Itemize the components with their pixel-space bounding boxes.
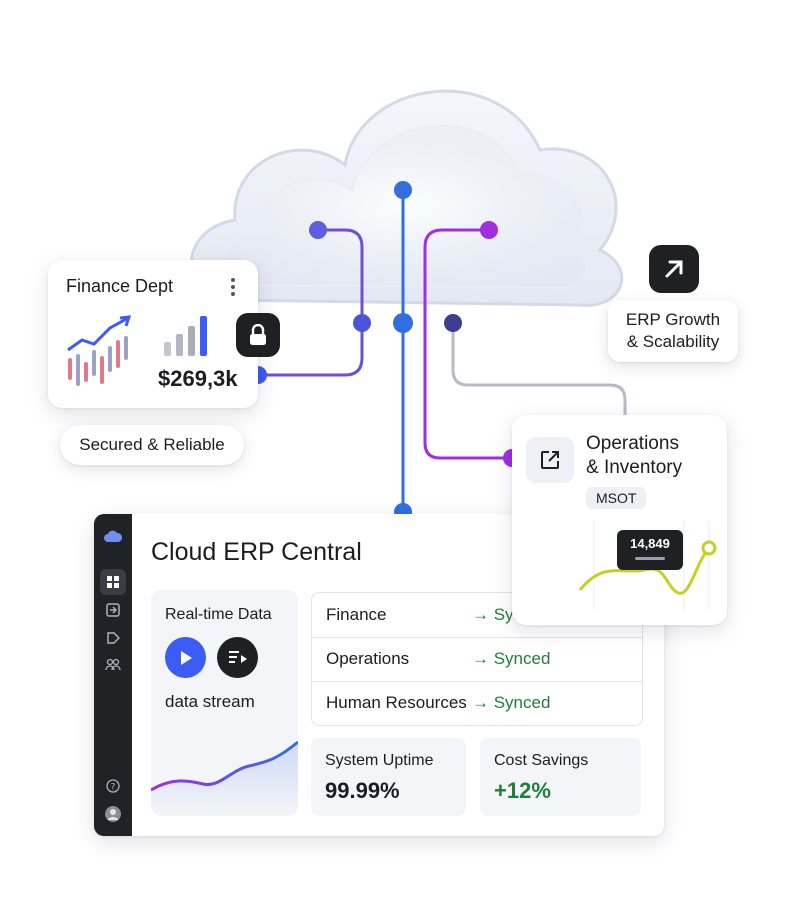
node-dot [444,314,462,332]
uptime-metric-card: System Uptime 99.99% [311,738,466,816]
avatar[interactable] [103,804,123,824]
lock-button[interactable] [236,313,280,357]
table-row[interactable]: Operations → Synced [312,637,642,682]
savings-value: +12% [494,778,551,803]
sync-status-table: Finance → Synced Operations → Synced Hum… [311,592,643,726]
connector-line-magenta [423,228,512,460]
node-dot [309,221,327,239]
realtime-caption: data stream [165,692,255,711]
operations-title-line2: & Inventory [586,457,683,478]
erp-growth-line1: ERP Growth [625,310,721,329]
inventory-line-chart [578,520,717,610]
external-link-button[interactable] [526,437,574,483]
realtime-title: Real-time Data [165,606,272,623]
row-name: Finance [326,605,387,624]
dashboard-grid-icon[interactable] [100,569,126,595]
finance-dept-card[interactable]: Finance Dept $269,3k [48,260,258,408]
finance-card-title: Finance Dept [66,276,174,296]
row-name: Operations [326,649,410,668]
cloud-logo-icon[interactable] [103,526,123,546]
external-link-icon [541,451,559,469]
row-name: Human Resources [326,693,467,712]
operations-title-line1: Operations [586,433,679,454]
secured-reliable-label: Secured & Reliable [79,435,225,454]
secured-reliable-badge: Secured & Reliable [60,425,244,465]
msot-tag: MSOT [586,487,647,509]
sidebar: ? [94,514,132,836]
data-stream-sparkline [151,740,298,816]
stream-list-button[interactable] [217,637,258,678]
operations-inventory-card[interactable]: Operations & Inventory MSOT 14,849 [512,415,727,625]
erp-growth-line2: & Scalability [626,332,720,351]
node-dot [480,221,498,239]
uptime-label: System Uptime [325,752,434,769]
kebab-menu-icon[interactable] [228,276,238,298]
play-icon [180,650,192,665]
arrow-up-right-icon [665,260,683,278]
tooltip-bar [635,557,665,560]
help-icon[interactable]: ? [103,776,123,796]
erp-growth-badge: ERP Growth & Scalability [608,300,738,362]
connector-line-gray [451,323,627,416]
lock-icon [250,324,266,345]
cost-savings-metric-card: Cost Savings +12% [480,738,641,816]
users-icon[interactable] [103,655,123,675]
playlist-icon [228,650,247,663]
tag-icon[interactable] [103,628,123,648]
cloud-icon [189,89,624,307]
tooltip-value: 14,849 [630,536,670,551]
play-button[interactable] [165,637,206,678]
node-dot [394,181,412,199]
node-dot [393,313,413,333]
connector-line-purple [258,228,364,377]
growth-arrow-button[interactable] [649,245,699,293]
row-status: → Synced [472,693,551,712]
finance-amount: $269,3k [158,366,238,391]
node-dot [353,314,371,332]
savings-label: Cost Savings [494,752,589,769]
uptime-value: 99.99% [325,778,400,803]
page-title: Cloud ERP Central [151,538,362,566]
realtime-data-panel: Real-time Data data stream [151,590,298,816]
import-icon[interactable] [103,600,123,620]
bar-chart-icon [162,314,214,358]
svg-text:?: ? [111,783,116,793]
row-status: → Synced [472,649,551,668]
trending-up-chart-icon [64,312,136,392]
tooltip: 14,849 [617,530,683,570]
cloud-erp-dashboard: ? Cloud ERP Central Real-time Data data … [94,514,664,836]
table-row[interactable]: Human Resources → Synced [312,681,642,725]
